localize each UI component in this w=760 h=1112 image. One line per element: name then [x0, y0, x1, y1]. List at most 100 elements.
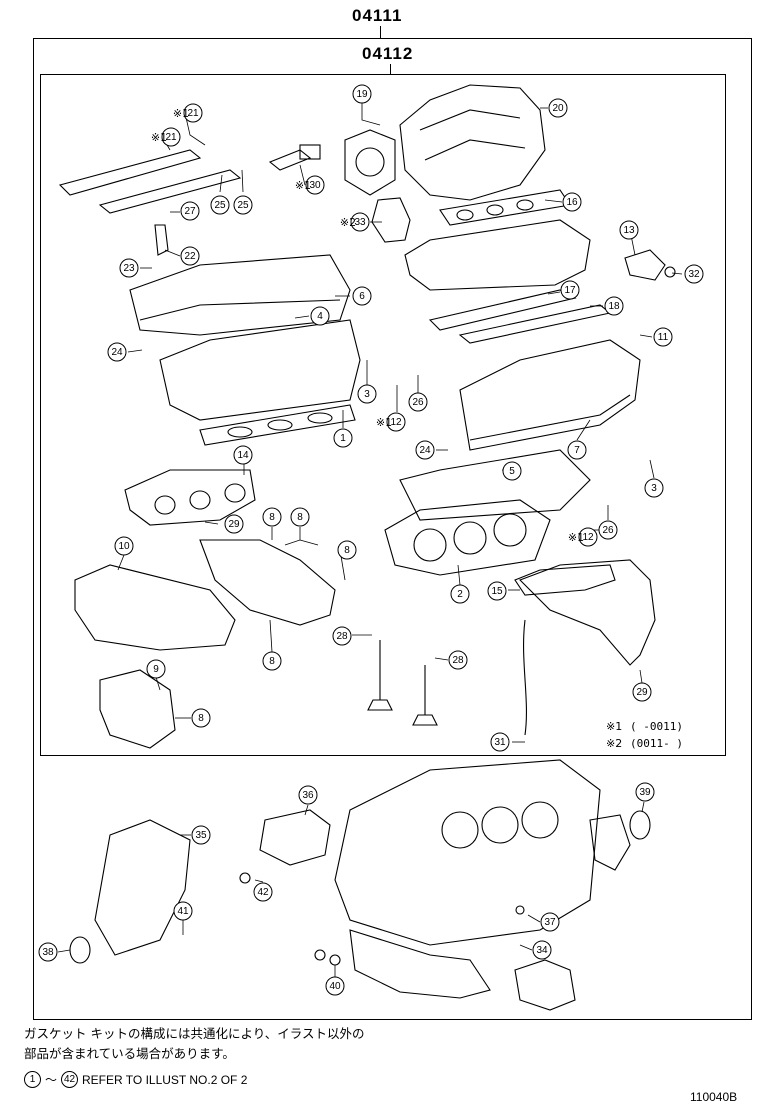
callout-21: 21※1	[173, 103, 203, 123]
callout-circle	[619, 220, 639, 240]
callout-1: 1	[333, 428, 353, 448]
callout-circle	[562, 192, 582, 212]
kit-note-jp-line2: 部品が含まれている場合があります。	[24, 1046, 235, 1061]
callout-number: 2	[457, 589, 463, 600]
callout-38: 38	[38, 942, 58, 962]
callout-number: 22	[184, 251, 196, 262]
callout-circle	[233, 195, 253, 215]
inner-code-leader	[390, 64, 391, 74]
callout-8: 8	[191, 708, 211, 728]
callout-circle	[210, 195, 230, 215]
callout-number: 28	[336, 631, 348, 642]
callout-circle	[448, 650, 468, 670]
callout-3: 3	[644, 478, 664, 498]
callout-26: 26	[598, 520, 618, 540]
callout-circle	[386, 412, 406, 432]
callout-6: 6	[352, 286, 372, 306]
callout-number: 12	[390, 417, 402, 428]
callout-applicability-mark: ※1	[295, 179, 311, 192]
callout-8: 8	[262, 651, 282, 671]
part-outlines	[58, 84, 676, 1011]
outer-kit-frame	[33, 38, 752, 1020]
callout-number: 8	[269, 512, 275, 523]
callout-23: 23	[119, 258, 139, 278]
callout-number: 30	[309, 180, 321, 191]
callout-12: 12※1	[376, 412, 406, 432]
refer-illustration-note: 1 ～ 42 REFER TO ILLUST NO.2 OF 2	[24, 1071, 247, 1088]
callout-36: 36	[298, 785, 318, 805]
callout-circle	[632, 682, 652, 702]
callout-number: 11	[658, 332, 669, 343]
callout-circle	[350, 212, 370, 232]
callout-circle	[653, 327, 673, 347]
callout-30: 30※1	[295, 175, 325, 195]
callout-circle	[490, 732, 510, 752]
callout-circle	[604, 296, 624, 316]
inner-kit-frame	[40, 74, 726, 756]
callout-number: 38	[42, 947, 54, 958]
callout-number: 37	[544, 917, 556, 928]
callout-28: 28	[448, 650, 468, 670]
callout-5: 5	[502, 461, 522, 481]
callout-41: 41	[173, 901, 193, 921]
callout-number: 25	[214, 200, 226, 211]
callout-number: 13	[623, 225, 635, 236]
callout-26: 26	[408, 392, 428, 412]
callout-number: 25	[237, 200, 249, 211]
callout-9: 9	[146, 659, 166, 679]
refer-tilde: ～	[45, 1073, 58, 1087]
callout-25: 25	[210, 195, 230, 215]
callout-number: 23	[123, 263, 135, 274]
callout-number: 36	[302, 790, 314, 801]
footnote-2-mark: ※2	[606, 737, 622, 750]
callout-circle	[224, 514, 244, 534]
callout-number: 1	[340, 433, 346, 444]
callout-number: 32	[688, 269, 700, 280]
callout-number: 6	[359, 291, 365, 302]
footnote-block: ※1 ( -0011) ※2 (0011- )	[606, 720, 683, 750]
callout-number: 3	[651, 483, 657, 494]
callout-circle	[161, 127, 181, 147]
callout-22: 22	[180, 246, 200, 266]
callout-number: 19	[356, 89, 368, 100]
callout-circle	[298, 785, 318, 805]
callout-20: 20	[548, 98, 568, 118]
callout-number: 29	[228, 519, 240, 530]
callout-circle	[352, 286, 372, 306]
callout-27: 27	[180, 201, 200, 221]
callout-34: 34	[532, 940, 552, 960]
callout-circle	[352, 84, 372, 104]
callout-number: 20	[552, 103, 564, 114]
callout-11: 11	[653, 327, 673, 347]
callout-circle	[487, 581, 507, 601]
refer-from-callout: 1	[24, 1071, 41, 1088]
callout-circle	[357, 384, 377, 404]
callout-circle	[233, 445, 253, 465]
callout-circle	[191, 708, 211, 728]
callout-number: 17	[564, 285, 576, 296]
callout-circle	[180, 246, 200, 266]
callout-circle	[635, 782, 655, 802]
callout-29: 29	[224, 514, 244, 534]
callout-8: 8	[290, 507, 310, 527]
callout-circle	[502, 461, 522, 481]
callout-17: 17	[560, 280, 580, 300]
callout-40: 40	[325, 976, 345, 996]
callout-8: 8	[337, 540, 357, 560]
callout-31: 31	[490, 732, 510, 752]
callout-circle	[450, 584, 470, 604]
callout-number: 5	[509, 466, 515, 477]
callout-circle	[540, 912, 560, 932]
callout-number: 26	[412, 397, 424, 408]
callout-2: 2	[450, 584, 470, 604]
callout-circle	[290, 507, 310, 527]
callout-8: 8	[262, 507, 282, 527]
callout-circle	[191, 825, 211, 845]
callout-circle	[38, 942, 58, 962]
callout-circle	[408, 392, 428, 412]
callout-number: 42	[257, 887, 269, 898]
callout-number: 8	[344, 545, 350, 556]
callout-circle	[310, 306, 330, 326]
footnote-2-text: (0011- )	[630, 737, 683, 750]
